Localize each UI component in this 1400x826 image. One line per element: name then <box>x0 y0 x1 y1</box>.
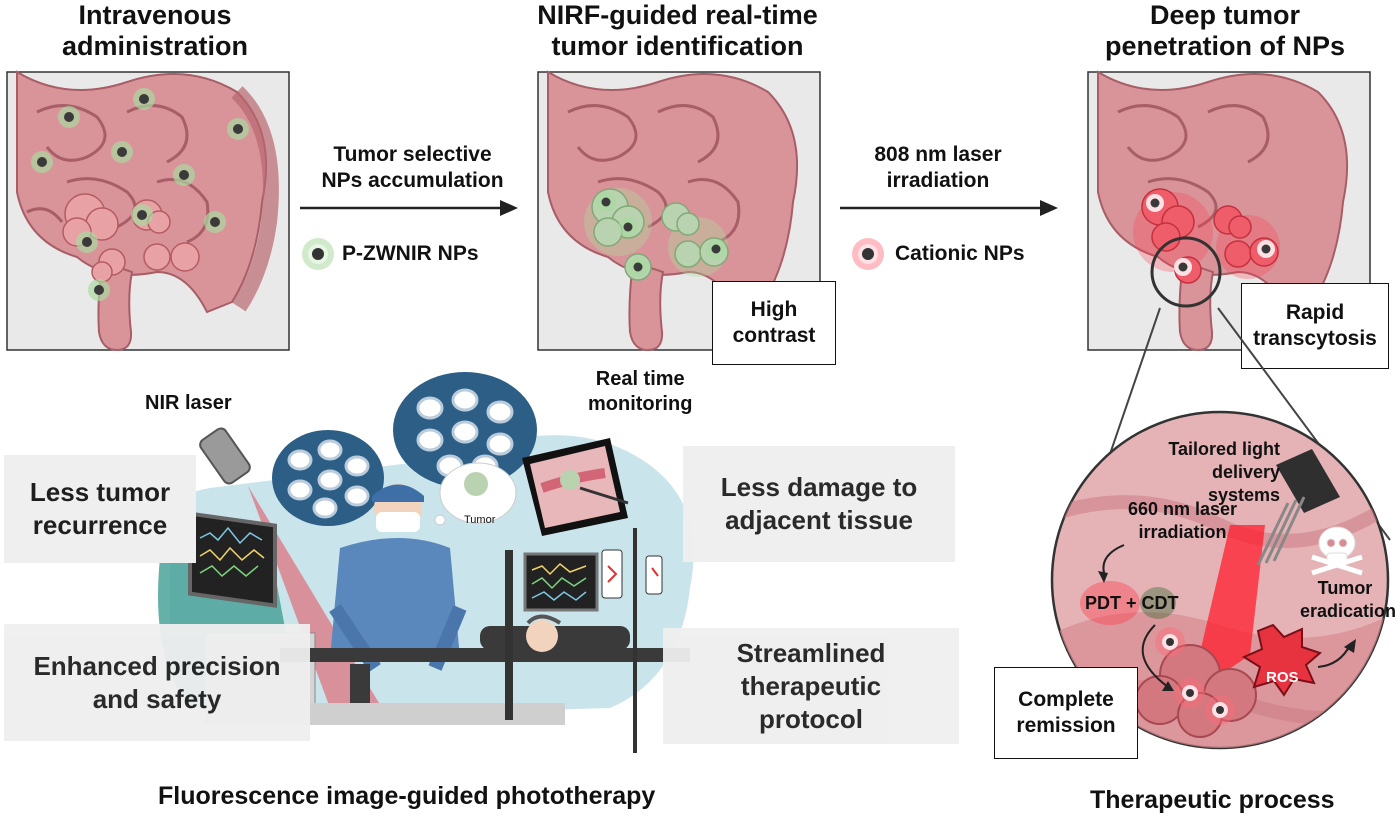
panel3-intestine-illustration <box>1087 70 1371 352</box>
arrow1 <box>300 200 518 216</box>
ros-star <box>1241 623 1322 697</box>
p-zwnir-np-icon <box>302 238 334 270</box>
tumor-eradication-label: Tumor eradication <box>1300 578 1397 621</box>
benefit-less-recurrence: Less tumor recurrence <box>4 455 196 563</box>
rapid-transcytosis-callout: Rapid transcytosis <box>1241 283 1389 369</box>
nanoparticles-green <box>31 88 249 301</box>
benefit-enhanced-precision: Enhanced precision and safety <box>4 624 310 741</box>
real-time-monitoring-screen <box>522 438 629 536</box>
high-contrast-callout: High contrast <box>712 281 836 365</box>
arrow2-legend: Cationic NPs <box>895 242 1025 265</box>
benefit-streamlined: Streamlined therapeutic protocol <box>663 628 959 744</box>
skull-icon <box>1311 526 1363 576</box>
surgery-caption: Fluorescence image-guided phototherapy <box>158 782 656 810</box>
panel2-title: NIRF-guided real-time tumor identificati… <box>537 0 818 61</box>
arrow2-label: 808 nm laser irradiation <box>874 143 1002 192</box>
arrow1-label: Tumor selective NPs accumulation <box>321 143 504 192</box>
pdt-cdt-label: PDT + CDT <box>1085 593 1179 613</box>
therapy-caption: Therapeutic process <box>1090 786 1335 814</box>
real-time-monitoring-label: Real time monitoring <box>588 368 693 415</box>
panel1-title: Intravenous administration <box>61 0 249 61</box>
light-delivery-probe <box>1256 449 1340 566</box>
panel3-title: Deep tumor penetration of NPs <box>1104 0 1346 61</box>
cationic-np-icon <box>852 238 884 270</box>
arrow2 <box>840 200 1058 216</box>
left-monitor <box>188 511 277 608</box>
benefit-less-damage: Less damage to adjacent tissue <box>683 446 955 562</box>
complete-remission-callout: Complete remission <box>994 667 1138 759</box>
nir-laser-label: NIR laser <box>145 392 232 414</box>
panel1-intestine-illustration <box>6 70 290 352</box>
arrow1-legend: P-ZWNIR NPs <box>342 242 479 265</box>
iv-stand <box>601 528 663 753</box>
tumor-bubble-label: Tumor <box>464 514 496 526</box>
surgical-lamp-left <box>272 430 384 526</box>
ros-label: ROS <box>1266 669 1299 686</box>
magnifier-circle <box>1150 236 1222 308</box>
panel2-intestine-illustration <box>537 70 821 352</box>
pdt-glow <box>1080 581 1140 625</box>
tailored-light-label: Tailored light delivery systems <box>1168 439 1280 505</box>
vital-signs-monitor <box>505 550 599 720</box>
laser-660-label: 660 nm laser irradiation <box>1127 499 1238 542</box>
patient <box>480 614 630 652</box>
tumor-thought-bubble <box>434 462 517 526</box>
